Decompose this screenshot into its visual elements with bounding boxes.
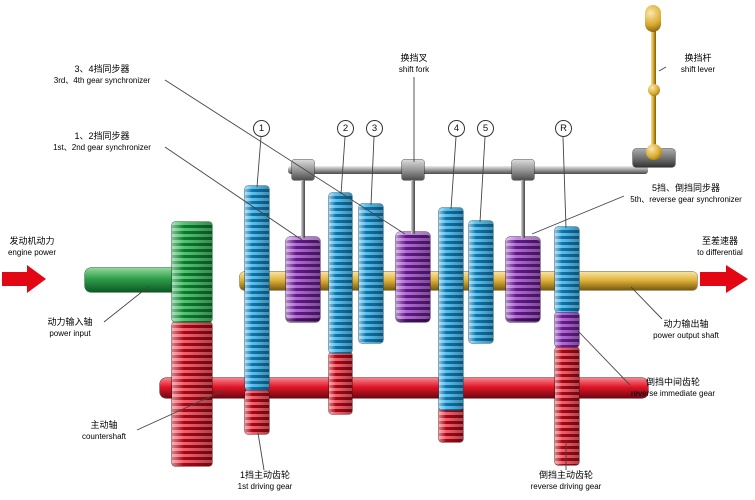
label-first-driving-gear: 1挡主动齿轮 1st driving gear	[224, 470, 306, 492]
badge-gear-5: 5	[477, 120, 494, 137]
main-output-shaft	[240, 272, 697, 290]
badge-gear-1-text: 1	[258, 123, 265, 134]
label-reverse-intermediate-gear: 倒挡中间齿轮 reverse immediate gear	[626, 377, 720, 399]
label-power-input-en: power input	[49, 328, 91, 338]
label-reverse-driving-gear: 倒挡主动齿轮 reverse driving gear	[522, 470, 610, 492]
label-reverse-driving-gear-en: reverse driving gear	[530, 481, 602, 491]
gear-5	[469, 221, 493, 343]
shift-fork-block-2	[402, 160, 424, 180]
gear-4	[439, 208, 463, 410]
label-shift-fork: 换挡叉 shift fork	[374, 53, 454, 75]
label-to-differential: 至差速器 to differential	[686, 236, 754, 258]
badge-gear-r-text: R	[560, 123, 567, 134]
shift-fork-block-3	[512, 160, 534, 180]
label-sync12-cn: 1、2挡同步器	[74, 131, 130, 141]
label-sync12: 1、2挡同步器 1st、2nd gear synchronizer	[38, 131, 166, 153]
shift-fork-block-1	[292, 160, 314, 180]
label-shift-fork-en: shift fork	[398, 64, 430, 74]
counter-input-gear	[172, 322, 212, 466]
label-countershaft-cn: 主动轴	[90, 420, 118, 430]
label-sync5r-en: 5th、reverse gear synchronizer	[630, 194, 742, 204]
reverse-driving-gear	[555, 347, 579, 465]
label-to-differential-en: to differential	[697, 247, 743, 257]
synchronizer-1-2	[286, 237, 320, 322]
engine-power-arrow	[2, 265, 46, 293]
label-power-output: 动力输出轴 power output shaft	[644, 319, 728, 341]
input-shaft	[85, 268, 180, 292]
label-shift-lever-en: shift lever	[680, 64, 716, 74]
shift-fork-rod-1	[301, 180, 305, 238]
label-shift-lever-cn: 换挡杆	[684, 53, 712, 63]
synchronizer-3-4	[396, 232, 430, 322]
gear-1	[245, 186, 269, 390]
label-sync34-en: 3rd、4th gear synchronizer	[53, 75, 151, 85]
label-to-differential-cn: 至差速器	[701, 236, 738, 246]
shift-lever-knob	[645, 5, 661, 32]
label-power-output-cn: 动力输出轴	[663, 319, 709, 329]
gear-r	[555, 227, 579, 312]
shift-fork-rod-2	[411, 180, 415, 234]
label-power-input-cn: 动力输入轴	[47, 317, 93, 327]
label-power-output-en: power output shaft	[653, 330, 719, 340]
label-reverse-intermediate-gear-cn: 倒挡中间齿轮	[645, 377, 700, 387]
synchronizer-5-r	[506, 237, 540, 322]
shift-rail	[288, 166, 648, 174]
reverse-intermediate-gear	[555, 312, 579, 347]
label-power-input: 动力输入轴 power input	[34, 317, 106, 339]
badge-gear-5-text: 5	[482, 123, 489, 134]
badge-gear-r: R	[555, 120, 572, 137]
label-sync5r-cn: 5挡、倒挡同步器	[651, 183, 720, 193]
countershaft-shaft	[160, 378, 648, 398]
label-engine-power-en: engine power	[7, 247, 57, 257]
label-sync5r: 5挡、倒挡同步器 5th、reverse gear synchronizer	[620, 183, 752, 205]
label-first-driving-gear-cn: 1挡主动齿轮	[239, 470, 290, 480]
shift-lever-joint-ball	[648, 84, 660, 96]
label-countershaft-en: countershaft	[81, 431, 127, 441]
label-reverse-driving-gear-cn: 倒挡主动齿轮	[538, 470, 593, 480]
badge-gear-3: 3	[366, 120, 383, 137]
badge-gear-4-text: 4	[453, 123, 460, 134]
label-engine-power-cn: 发动机动力	[9, 236, 55, 246]
label-first-driving-gear-en: 1st driving gear	[237, 481, 293, 491]
gear-3	[359, 204, 383, 343]
shift-fork-rod-3	[521, 180, 525, 238]
gear-2	[329, 193, 352, 353]
badge-gear-4: 4	[448, 120, 465, 137]
label-engine-power: 发动机动力 engine power	[0, 236, 64, 258]
badge-gear-3-text: 3	[371, 123, 378, 134]
second-counter-gear	[329, 352, 352, 414]
label-reverse-intermediate-gear-en: reverse immediate gear	[630, 388, 716, 398]
to-differential-arrow	[700, 265, 748, 293]
label-sync34-cn: 3、4挡同步器	[74, 64, 130, 74]
badge-gear-2: 2	[337, 120, 354, 137]
badge-gear-1: 1	[253, 120, 270, 137]
label-shift-lever: 换挡杆 shift lever	[664, 53, 732, 75]
fourth-counter-gear	[439, 406, 463, 442]
shift-lever-base-ball	[646, 144, 662, 160]
label-sync12-en: 1st、2nd gear synchronizer	[53, 142, 151, 152]
first-driving-gear	[245, 390, 269, 434]
input-gear	[172, 222, 212, 322]
badge-gear-2-text: 2	[342, 123, 349, 134]
label-shift-fork-cn: 换挡叉	[400, 53, 428, 63]
label-sync34: 3、4挡同步器 3rd、4th gear synchronizer	[38, 64, 166, 86]
label-countershaft: 主动轴 countershaft	[68, 420, 140, 442]
